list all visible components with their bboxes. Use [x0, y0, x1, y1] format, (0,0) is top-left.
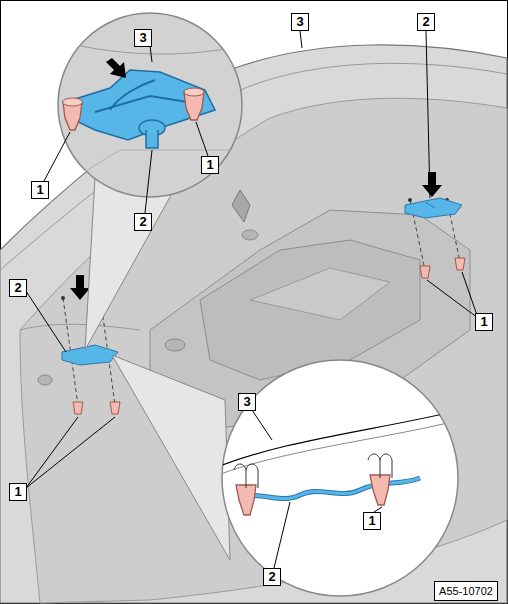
callout-number: 1 — [475, 313, 492, 331]
callout-number: 3 — [238, 393, 255, 411]
callout-number: 2 — [134, 213, 151, 231]
callout-number: 1 — [9, 483, 26, 501]
callout-number: 3 — [291, 13, 308, 31]
callout-number: 2 — [263, 568, 280, 586]
callout-number: 1 — [201, 156, 218, 174]
detail-view-top — [55, 13, 245, 350]
callout-number: 2 — [417, 13, 434, 31]
callout-number: 2 — [9, 279, 26, 297]
leader-lines — [24, 31, 478, 568]
trunk-lid — [0, 45, 507, 603]
bracket-right — [405, 172, 465, 278]
figure-number: A55-10702 — [434, 581, 498, 601]
detail-view-bottom — [112, 355, 460, 596]
callout-number: 1 — [363, 512, 380, 530]
callout-number: 3 — [134, 29, 151, 47]
callout-number: 1 — [31, 181, 48, 199]
